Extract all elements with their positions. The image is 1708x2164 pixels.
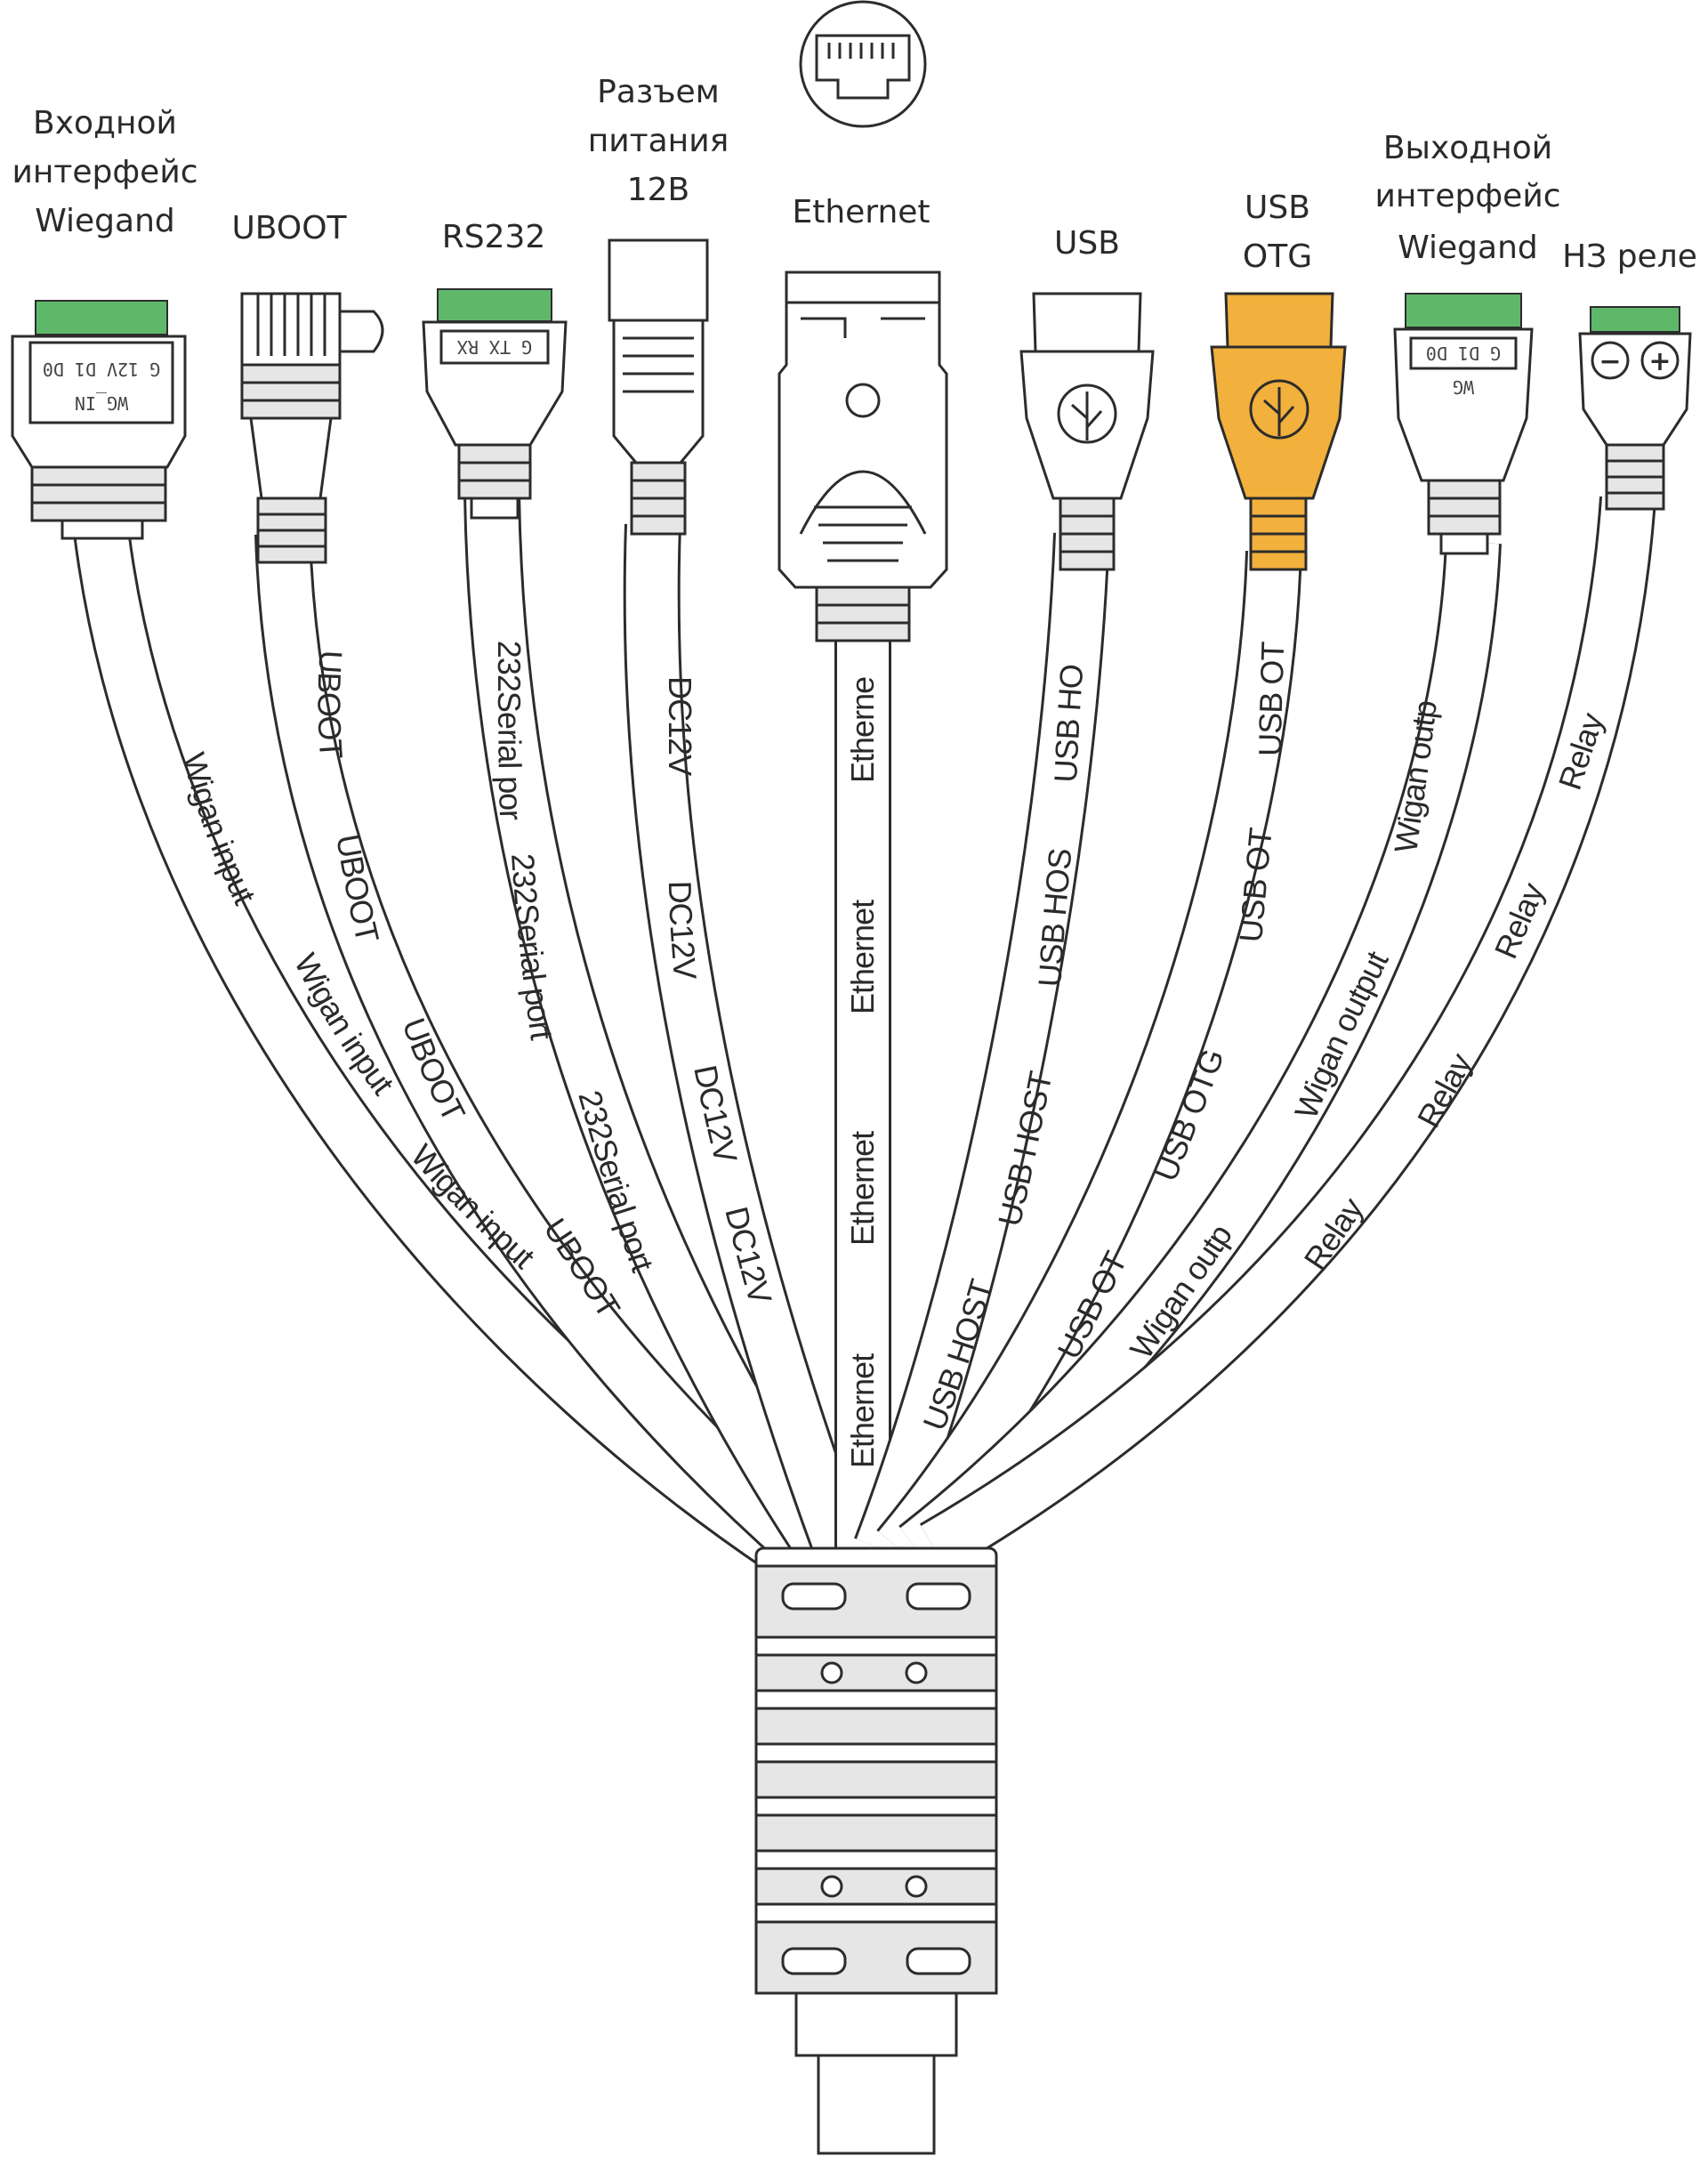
title-power-line1: Разъем xyxy=(597,74,720,110)
wiegand-in-connector: G 12V D1 D0 WG_IN xyxy=(11,300,187,540)
title-wiegand-out-line3: Wiegand xyxy=(1398,230,1538,266)
rs232-connector: G TX RX xyxy=(422,288,568,520)
title-usb: USB xyxy=(1054,225,1120,262)
relay-plus-terminal xyxy=(1640,341,1680,380)
title-wiegand-in-line3: Wiegand xyxy=(35,203,175,239)
wire-label-ethernet: Ethernet xyxy=(844,1131,882,1246)
wg-in-pins: G 12V D1 D0 xyxy=(43,359,160,380)
title-uboot: UBOOT xyxy=(231,210,347,246)
title-wiegand-in-line1: Входной xyxy=(33,105,177,141)
title-ethernet: Ethernet xyxy=(792,194,930,230)
wg-in-label: WG_IN xyxy=(75,392,128,414)
main-connector xyxy=(754,1546,998,2155)
rs232-pins: G TX RX xyxy=(457,336,532,358)
svg-text:DC12V: DC12V xyxy=(662,676,698,776)
wg-out-pins: G D1 D0 xyxy=(1426,343,1501,364)
connector-titles: Входной интерфейс Wiegand UBOOT RS232 Ра… xyxy=(12,74,1696,275)
usb-otg-connector xyxy=(1210,292,1347,571)
wire-label-ethernet: Ethernet xyxy=(844,900,882,1014)
wire-label-power: DC12V xyxy=(662,881,705,981)
wiegand-out-connector: G D1 D0 WG xyxy=(1393,293,1534,555)
title-usb-otg-line2: OTG xyxy=(1243,238,1312,275)
title-wiegand-out-line1: Выходной xyxy=(1383,130,1552,166)
title-power-line2: питания xyxy=(588,123,729,159)
title-rs232: RS232 xyxy=(442,219,546,255)
power-connector xyxy=(608,238,709,536)
title-wiegand-out-line2: интерфейс xyxy=(1374,178,1560,214)
svg-text:Ethernet: Ethernet xyxy=(844,1131,881,1246)
ethernet-port-icon xyxy=(815,34,911,100)
title-usb-otg-line1: USB xyxy=(1245,190,1310,226)
usb-connector xyxy=(1019,292,1155,571)
wg-out-label: WG xyxy=(1453,376,1474,398)
ethernet-connector xyxy=(777,0,948,642)
wire-label-uboot: UBOOT xyxy=(310,650,350,761)
wire-label-power: DC12V xyxy=(662,676,699,776)
usb-icon xyxy=(1057,384,1117,444)
title-relay: НЗ реле xyxy=(1562,238,1697,275)
svg-text:Ethernet: Ethernet xyxy=(844,1353,881,1468)
relay-plus-label: + xyxy=(1648,346,1671,377)
wire-label-ethernet: Ethernet xyxy=(844,1353,882,1468)
title-wiegand-in-line2: интерфейс xyxy=(12,154,197,190)
svg-text:Ethernet: Ethernet xyxy=(844,900,881,1014)
svg-text:UBOOT: UBOOT xyxy=(310,650,350,761)
usb-icon xyxy=(1249,379,1309,440)
uboot-connector xyxy=(240,292,384,564)
relay-minus-label: − xyxy=(1599,346,1621,377)
title-power-line3: 12В xyxy=(627,172,690,208)
relay-minus-terminal xyxy=(1591,341,1630,380)
relay-connector: − + xyxy=(1578,306,1692,511)
svg-text:DC12V: DC12V xyxy=(662,881,704,981)
